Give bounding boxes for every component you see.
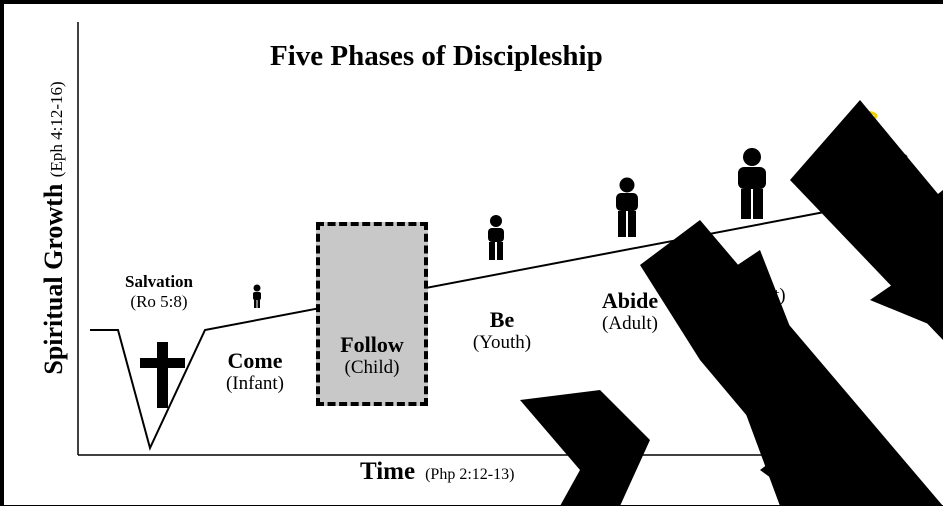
x-axis-reference: (Php 2:12-13): [425, 466, 515, 483]
watermark: [520, 100, 943, 506]
person-icon-abide: [616, 177, 638, 237]
phase-abide: Abide (Adult): [580, 288, 680, 335]
salvation-reference: (Ro 5:8): [130, 291, 188, 311]
phase-stage: (Youth): [472, 332, 532, 354]
y-axis-label: Spiritual Growth (Eph 4:12-16): [34, 18, 74, 438]
person-icon-go: [738, 148, 766, 219]
phase-name: Follow: [340, 332, 404, 357]
phase-name: Be: [489, 307, 515, 332]
phase-name: Come: [227, 348, 283, 373]
y-axis-reference: (Eph 4:12-16): [47, 81, 66, 178]
phase-go: Go (Parent): [700, 260, 810, 307]
person-icon-be: [488, 215, 504, 260]
x-axis-title: Time: [360, 458, 416, 485]
follow-highlight-box: [316, 222, 428, 406]
salvation-label: Salvation (Ro 5:8): [104, 272, 214, 311]
phase-name: Abide: [601, 288, 659, 313]
phase-stage: (Adult): [602, 313, 658, 335]
diagram-title: Five Phases of Discipleship: [270, 40, 603, 72]
cross-icon: [140, 342, 185, 408]
salvation-name: Salvation: [124, 272, 194, 291]
phase-be: Be (Youth): [452, 307, 552, 354]
phase-stage: (Parent): [724, 285, 786, 307]
y-axis-title: Spiritual Growth: [39, 183, 68, 375]
phase-name: Go: [740, 260, 770, 285]
x-axis-label: Time (Php 2:12-13): [360, 458, 514, 486]
person-icon-come: [253, 284, 261, 308]
phase-stage: (Child): [344, 357, 400, 379]
phase-follow: Follow (Child): [320, 332, 424, 379]
phase-come: Come (Infant): [205, 348, 305, 395]
phase-stage: (Infant): [225, 373, 285, 395]
